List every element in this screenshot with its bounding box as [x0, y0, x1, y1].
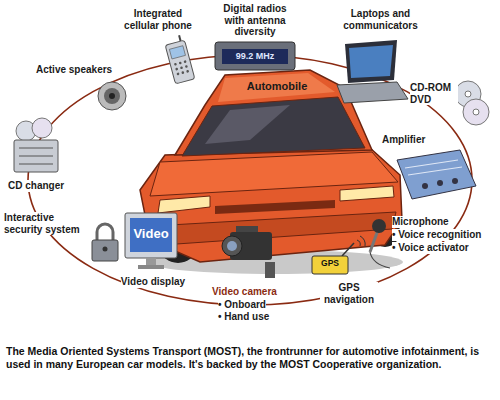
caption: The Media Oriented Systems Transport (MO… [6, 345, 494, 371]
device-label: Digital radios with antenna diversity [215, 3, 295, 38]
device-label: • Hand use [218, 311, 269, 323]
cd-changer-icon [14, 118, 58, 172]
microphone-icon [370, 219, 390, 268]
device-label: CD changer [8, 180, 64, 192]
device-label: Laptops and communicators [333, 8, 428, 31]
phone-icon [164, 34, 195, 84]
device-label: Amplifier [382, 134, 425, 146]
gps-icon [312, 236, 365, 274]
cd-icon [455, 81, 489, 125]
device-label: Microphone [392, 216, 449, 228]
device-label: Active speakers [36, 64, 112, 76]
device-label: Video display [121, 276, 185, 288]
laptop-icon [337, 40, 408, 103]
device-heading: Video camera [212, 286, 277, 298]
device-label: GPS navigation [320, 282, 378, 305]
speaker-icon [98, 82, 126, 110]
device-label: Interactive security system [4, 212, 90, 235]
monitor-icon [125, 213, 177, 269]
lock-icon [92, 224, 118, 261]
radio-display-text: 99.2 MHz [236, 51, 275, 61]
camera-icon [222, 226, 275, 278]
device-label: • Voice activator [392, 242, 469, 254]
screen-text: Video [133, 227, 168, 242]
amplifier-icon [397, 150, 476, 199]
device-label: • Onboard [218, 299, 266, 311]
gps-screen-text: GPS [321, 259, 339, 269]
device-label: • Voice recognition [392, 229, 481, 241]
device-label: Integrated cellular phone [118, 8, 198, 31]
car-label: Automobile [247, 80, 308, 93]
radio-icon [215, 42, 295, 70]
device-label: CD-ROM DVD [410, 82, 458, 105]
